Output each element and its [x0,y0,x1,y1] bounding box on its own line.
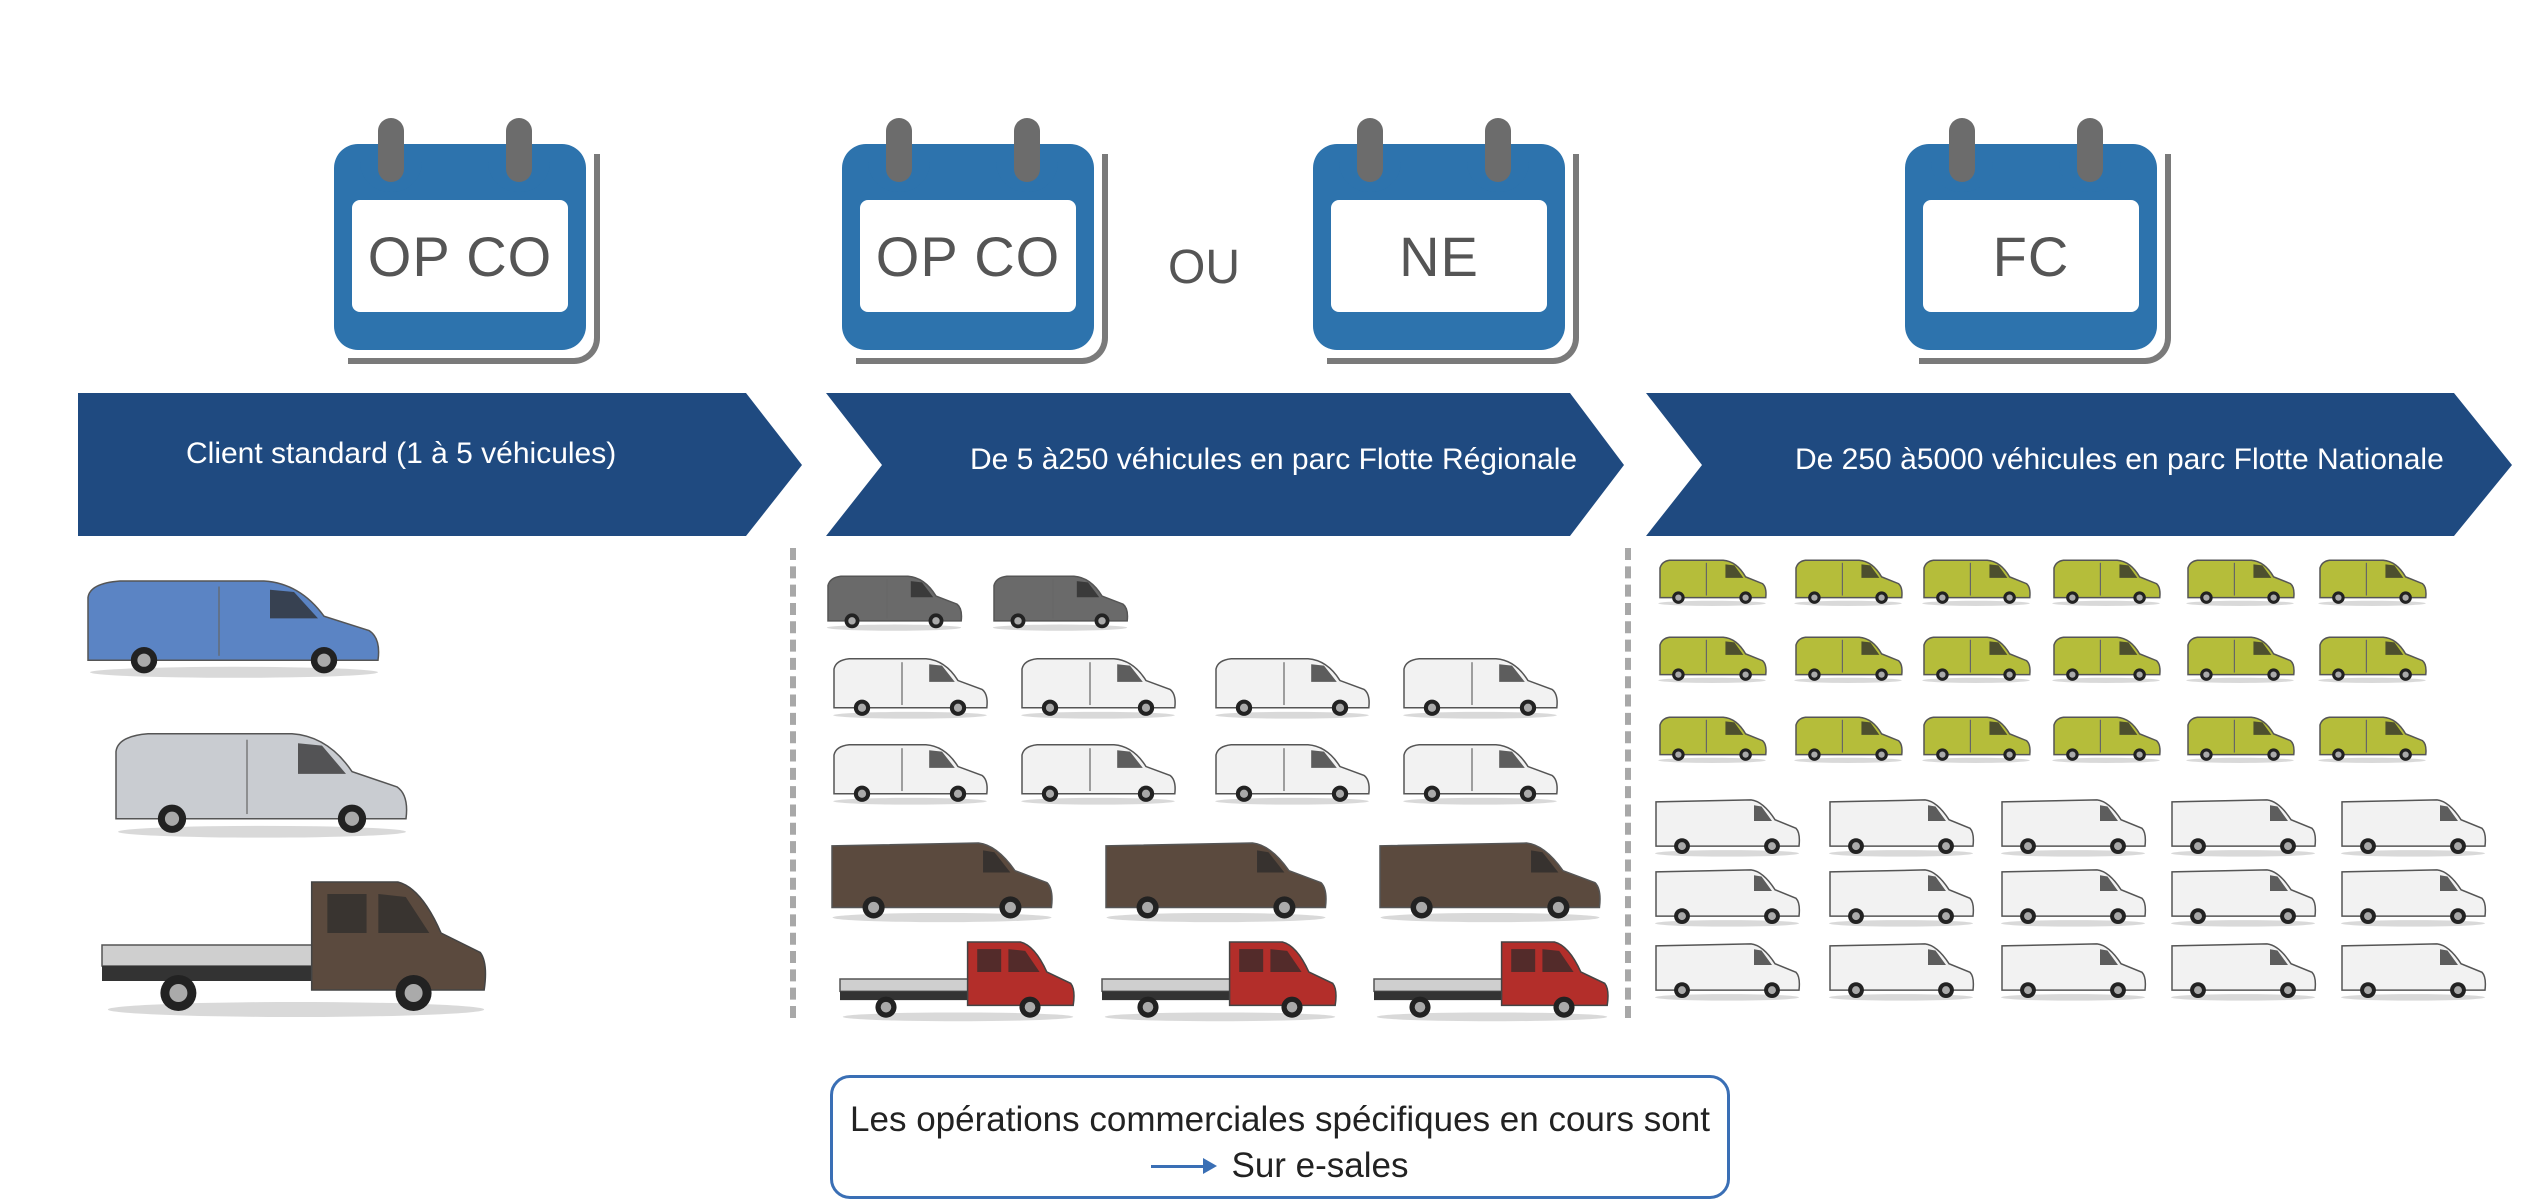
calendar-label: NE [1399,224,1479,288]
vehicle-brown-cargo-van [828,832,1056,929]
vehicle-lime-van [1656,555,1768,612]
vehicle-lime-van [2050,712,2162,769]
vehicle-white-cargo-van [2338,862,2488,933]
vehicle-red-pickup [838,935,1078,1028]
vehicle-lime-van [1792,632,1904,689]
vehicle-lime-van [1920,712,2032,769]
vehicle-red-pickup [1100,935,1340,1028]
vehicle-white-cargo-van [2338,792,2488,863]
calendar-label: FC [1992,224,2070,288]
vehicle-white-cargo-van [1998,936,2148,1007]
segment-label-national: De 250 à5000 véhicules en parc Flotte Na… [1795,443,2444,476]
vehicle-brown-pickup [100,870,492,1025]
vehicle-lime-van [1920,632,2032,689]
vehicle-white-van [830,738,990,811]
vehicle-lime-van [2184,555,2296,612]
vehicle-white-cargo-van [1652,792,1802,863]
calendar-icon-opco-regional: OP CO [842,118,1110,366]
vehicle-lime-van [1656,712,1768,769]
vehicle-white-cargo-van [1998,792,2148,863]
vehicle-lime-van [1792,555,1904,612]
vehicle-white-cargo-van [1652,936,1802,1007]
vehicle-lime-van [2316,712,2428,769]
divider-right [1625,548,1631,1018]
calendar-label: OP CO [367,224,553,288]
vehicle-white-cargo-van [2168,936,2318,1007]
arrow-right-icon [1151,1157,1218,1174]
sales-note-box: Les opérations commerciales spécifiques … [830,1075,1730,1199]
vehicle-white-cargo-van [1826,936,1976,1007]
segment-arrow-national [1646,393,2512,536]
vehicle-white-van [1212,738,1372,811]
vehicle-white-van [830,652,990,725]
vehicle-white-van [1400,652,1560,725]
vehicle-white-cargo-van [1826,862,1976,933]
vehicle-lime-van [2184,712,2296,769]
vehicle-lime-van [2316,632,2428,689]
calendar-label: OP CO [875,224,1061,288]
vehicle-brown-cargo-van [1376,832,1604,929]
vehicle-lime-van [1656,632,1768,689]
vehicle-white-van [1212,652,1372,725]
or-connector: OU [1168,241,1240,294]
note-text-line1: Les opérations commerciales spécifiques … [850,1100,1710,1139]
vehicle-lime-van [1792,712,1904,769]
segment-arrow-standard [78,393,802,536]
vehicle-silver-van [112,722,412,845]
vehicle-lime-van [2184,632,2296,689]
vehicle-brown-cargo-van [1102,832,1330,929]
vehicle-white-cargo-van [2168,862,2318,933]
segment-label-regional: De 5 à250 véhicules en parc Flotte Régio… [970,443,1578,476]
note-text-line2: Sur e-sales [1231,1146,1409,1185]
vehicle-lime-van [2316,555,2428,612]
calendar-icon-fc: FC [1905,118,2173,366]
vehicle-white-van [1018,652,1178,725]
calendar-icon-opco-standard: OP CO [334,118,602,366]
vehicle-lime-van [1920,555,2032,612]
calendar-icon-ne: NE [1313,118,1581,366]
vehicle-lime-van [2050,555,2162,612]
vehicle-white-cargo-van [2338,936,2488,1007]
vehicle-white-cargo-van [1826,792,1976,863]
segment-label-standard: Client standard (1 à 5 véhicules) [186,437,617,470]
vehicle-blue-van [84,570,384,685]
vehicle-grey-van [824,570,964,637]
vehicle-white-cargo-van [2168,792,2318,863]
vehicle-white-cargo-van [1652,862,1802,933]
vehicle-lime-van [2050,632,2162,689]
vehicle-grey-van [990,570,1130,637]
segment-arrow-regional [826,393,1624,536]
vehicle-white-van [1018,738,1178,811]
vehicle-white-cargo-van [1998,862,2148,933]
vehicle-red-pickup [1372,935,1612,1028]
divider-left [790,548,796,1018]
vehicle-white-van [1400,738,1560,811]
